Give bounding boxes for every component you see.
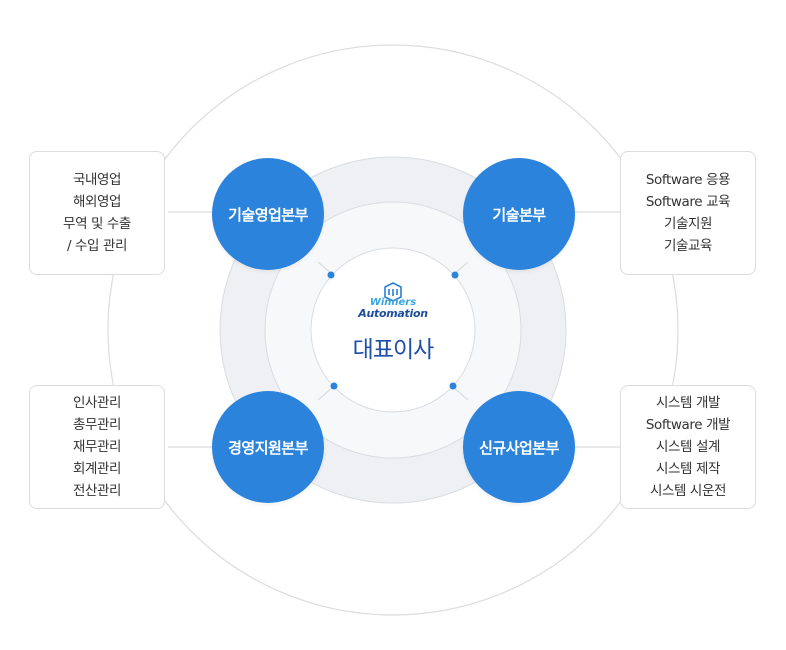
division-box-management: 인사관리 총무관리 재무관리 회계관리 전산관리: [29, 385, 165, 509]
division-item: 시스템 개발: [656, 395, 720, 411]
division-box-tech: Software 응용 Software 교육 기술지원 기술교육: [620, 151, 756, 275]
inner-circle: [310, 247, 476, 413]
division-item: 총무관리: [72, 417, 122, 433]
division-item: 시스템 시운전: [649, 483, 726, 499]
connector-dot: [449, 382, 457, 390]
company-logo-icon: [384, 282, 402, 302]
division-item: / 수입 관리: [66, 238, 127, 254]
division-item: 기술교육: [663, 238, 713, 254]
division-item: 시스템 제작: [656, 461, 720, 477]
connector-dot: [327, 271, 335, 279]
ceo-label: 대표이사: [352, 337, 435, 363]
division-item: 회계관리: [72, 461, 122, 477]
company-logo: Winners Automation: [351, 280, 435, 320]
division-item: Software 개발: [645, 417, 731, 433]
logo-text-winners: Winners: [369, 297, 417, 308]
division-item: Software 응용: [645, 172, 731, 188]
division-item: Software 교육: [645, 194, 731, 210]
division-node-management[interactable]: 경영지원본부: [212, 391, 324, 503]
connector-line: [452, 386, 469, 401]
division-box-tech-sales: 국내영업 해외영업 무역 및 수출 / 수입 관리: [29, 151, 165, 275]
connector-dot: [330, 382, 338, 390]
division-item: 재무관리: [72, 439, 122, 455]
division-node-new-business[interactable]: 신규사업본부: [463, 391, 575, 503]
division-item: 전산관리: [72, 483, 122, 499]
division-item: 인사관리: [72, 395, 122, 411]
division-item: 시스템 설계: [656, 439, 720, 455]
division-item: 국내영업: [72, 172, 122, 188]
division-node-tech-sales[interactable]: 기술영업본부: [212, 158, 324, 270]
division-item: 해외영업: [72, 194, 122, 210]
outer-ring: [107, 44, 679, 616]
logo-text-automation: Automation: [358, 307, 428, 320]
division-item: 무역 및 수출: [63, 216, 131, 232]
division-box-new-business: 시스템 개발 Software 개발 시스템 설계 시스템 제작 시스템 시운전: [620, 385, 756, 509]
connector-line: [317, 386, 334, 401]
connector-dot: [451, 271, 459, 279]
division-item: 기술지원: [663, 216, 713, 232]
division-node-tech[interactable]: 기술본부: [463, 158, 575, 270]
